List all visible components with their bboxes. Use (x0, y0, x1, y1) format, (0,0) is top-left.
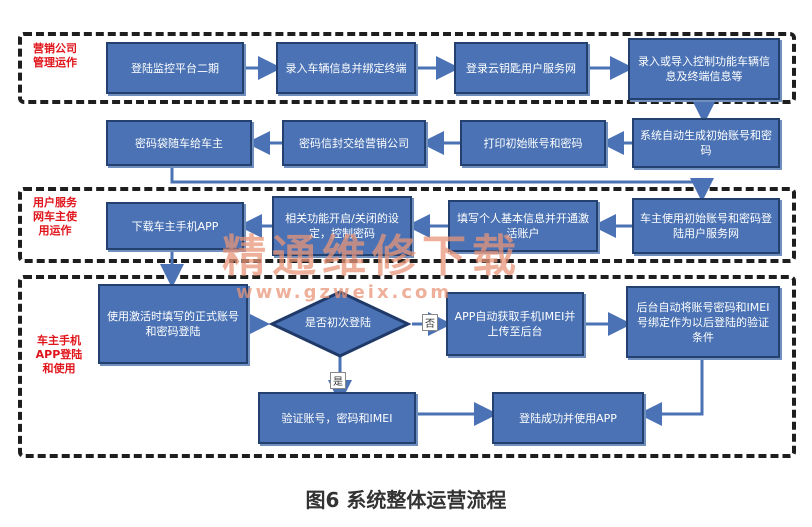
step-get-imei: APP自动获取手机IMEI并上传至后台 (446, 292, 584, 356)
step-label: 登陆成功并使用APP (519, 411, 617, 425)
decision-label: 是否初次登陆 (305, 316, 371, 329)
step-login-cloud: 登录云钥匙用户服务网 (454, 42, 588, 94)
app-section-label: 车主手机 APP登陆 和使用 (28, 334, 90, 376)
arrow-b15-b17 (638, 358, 704, 426)
app-section (18, 275, 796, 458)
step-label: 密码信封交给营销公司 (299, 136, 409, 150)
step-login-success: 登陆成功并使用APP (492, 392, 644, 444)
step-owner-login: 车主使用初始账号和密码登陆用户服务网 (632, 198, 780, 254)
step-print-account: 打印初始账号和密码 (460, 120, 606, 166)
step-import-vehicle: 录入或导入控制功能车辆信息及终端信息等 (628, 38, 780, 100)
step-fill-info: 填写个人基本信息并开通激活账户 (448, 200, 598, 252)
step-login-monitor: 登陆监控平台二期 (106, 42, 244, 94)
step-label: 登陆监控平台二期 (131, 61, 219, 75)
step-label: 使用激活时填写的正式账号和密码登陆 (107, 310, 239, 338)
step-label: 后台自动将账号密码和IMEI号绑定作为以后登陆的验证条件 (636, 300, 770, 344)
step-app-login: 使用激活时填写的正式账号和密码登陆 (98, 284, 248, 364)
step-label: 打印初始账号和密码 (483, 136, 583, 150)
step-label: 相关功能开启/关闭的设定，控制密码 (285, 212, 399, 240)
figure-caption: 图6 系统整体运营流程 (305, 488, 507, 512)
step-function-settings: 相关功能开启/关闭的设定，控制密码 (272, 196, 412, 256)
decision-diamond (268, 290, 412, 358)
step-label: 登录云钥匙用户服务网 (466, 61, 576, 75)
arrow-b8-b9 (170, 166, 714, 202)
company-section (18, 32, 796, 104)
step-enter-vehicle: 录入车辆信息并绑定终端 (276, 42, 416, 94)
watermark: 精通维修下载 (222, 231, 522, 282)
step-label: APP自动获取手机IMEI并上传至后台 (454, 310, 576, 338)
watermark-url: www.gzweix.com (236, 282, 453, 303)
step-label: 填写个人基本信息并开通激活账户 (457, 212, 589, 240)
step-label: 录入车辆信息并绑定终端 (285, 61, 407, 75)
step-label: 验证账号，密码和IMEI (281, 411, 393, 425)
step-verify: 验证账号，密码和IMEI (258, 392, 416, 444)
branch-yes-label: 是 (330, 372, 346, 389)
step-label: 密码袋随车给车主 (135, 136, 223, 150)
step-download-app: 下载车主手机APP (106, 202, 244, 250)
step-label: 录入或导入控制功能车辆信息及终端信息等 (638, 55, 770, 83)
branch-no-label: 否 (422, 314, 438, 331)
step-envelope-to-company: 密码信封交给营销公司 (282, 120, 426, 166)
company-section-label: 营销公司 管理运作 (24, 42, 86, 70)
step-label: 系统自动生成初始账号和密码 (640, 129, 772, 157)
step-envelope-to-owner: 密码袋随车给车主 (106, 120, 252, 166)
step-generate-account: 系统自动生成初始账号和密码 (632, 118, 780, 168)
service-section (18, 187, 796, 263)
service-section-label: 用户服务 网车主使 用运作 (24, 196, 86, 238)
step-bind-imei: 后台自动将账号密码和IMEI号绑定作为以后登陆的验证条件 (626, 286, 780, 358)
step-label: 车主使用初始账号和密码登陆用户服务网 (640, 212, 772, 240)
step-label: 下载车主手机APP (131, 219, 219, 233)
